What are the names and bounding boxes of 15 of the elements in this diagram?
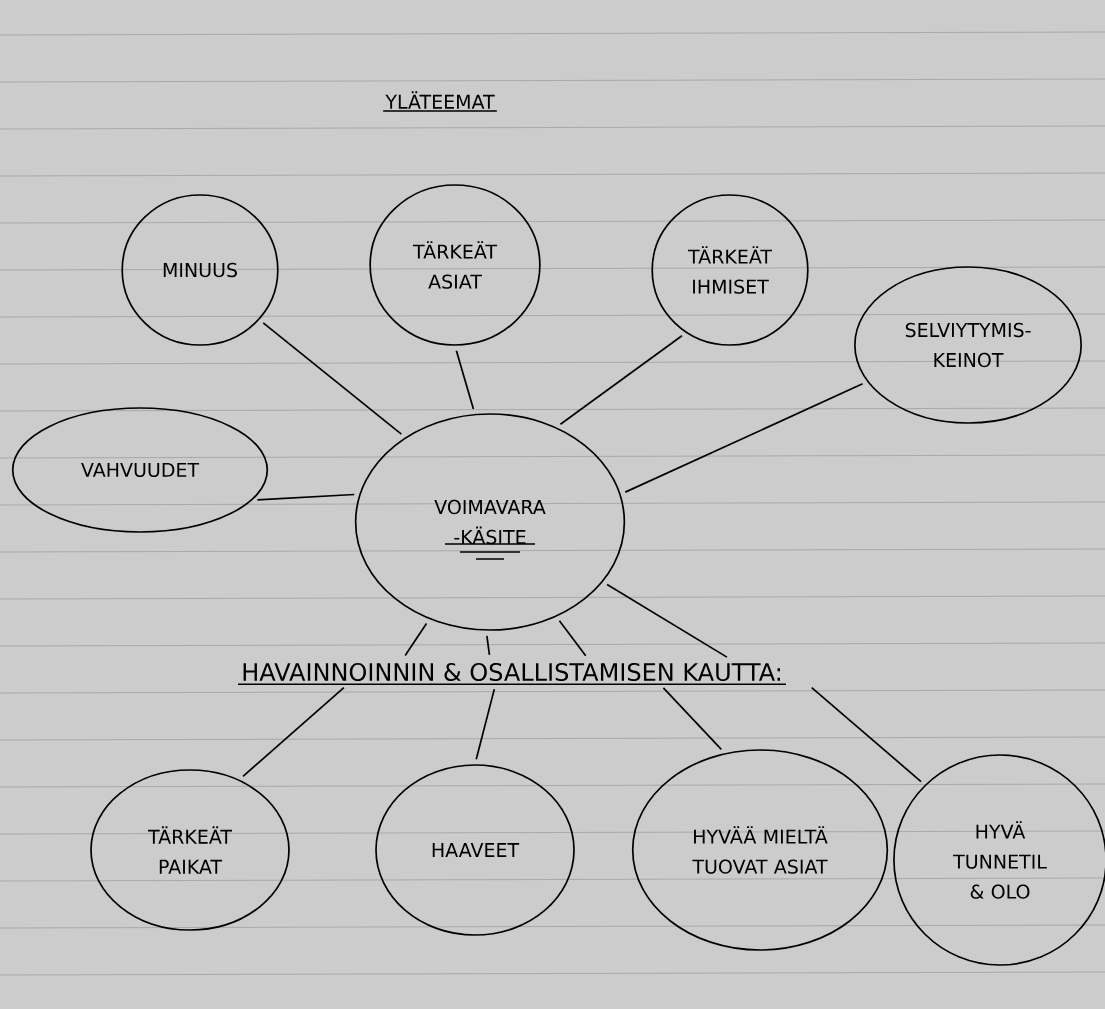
connector-line (256, 493, 356, 501)
connector-line (810, 686, 922, 783)
heading-text: HAVAINNOINNIN & OSALLISTAMISEN KAUTTA: (237, 662, 787, 686)
connector-line (559, 334, 683, 426)
connector-line (624, 382, 864, 493)
connector-line (662, 687, 723, 751)
connector-line (475, 688, 496, 761)
connector-line (404, 622, 428, 657)
connector-line (455, 349, 475, 410)
title: YLÄTEEMAT (382, 91, 498, 112)
connector-line (242, 686, 345, 778)
connector-line (606, 583, 728, 658)
connector-line (262, 322, 403, 435)
connector-line (558, 619, 587, 657)
connector-line (486, 634, 491, 656)
